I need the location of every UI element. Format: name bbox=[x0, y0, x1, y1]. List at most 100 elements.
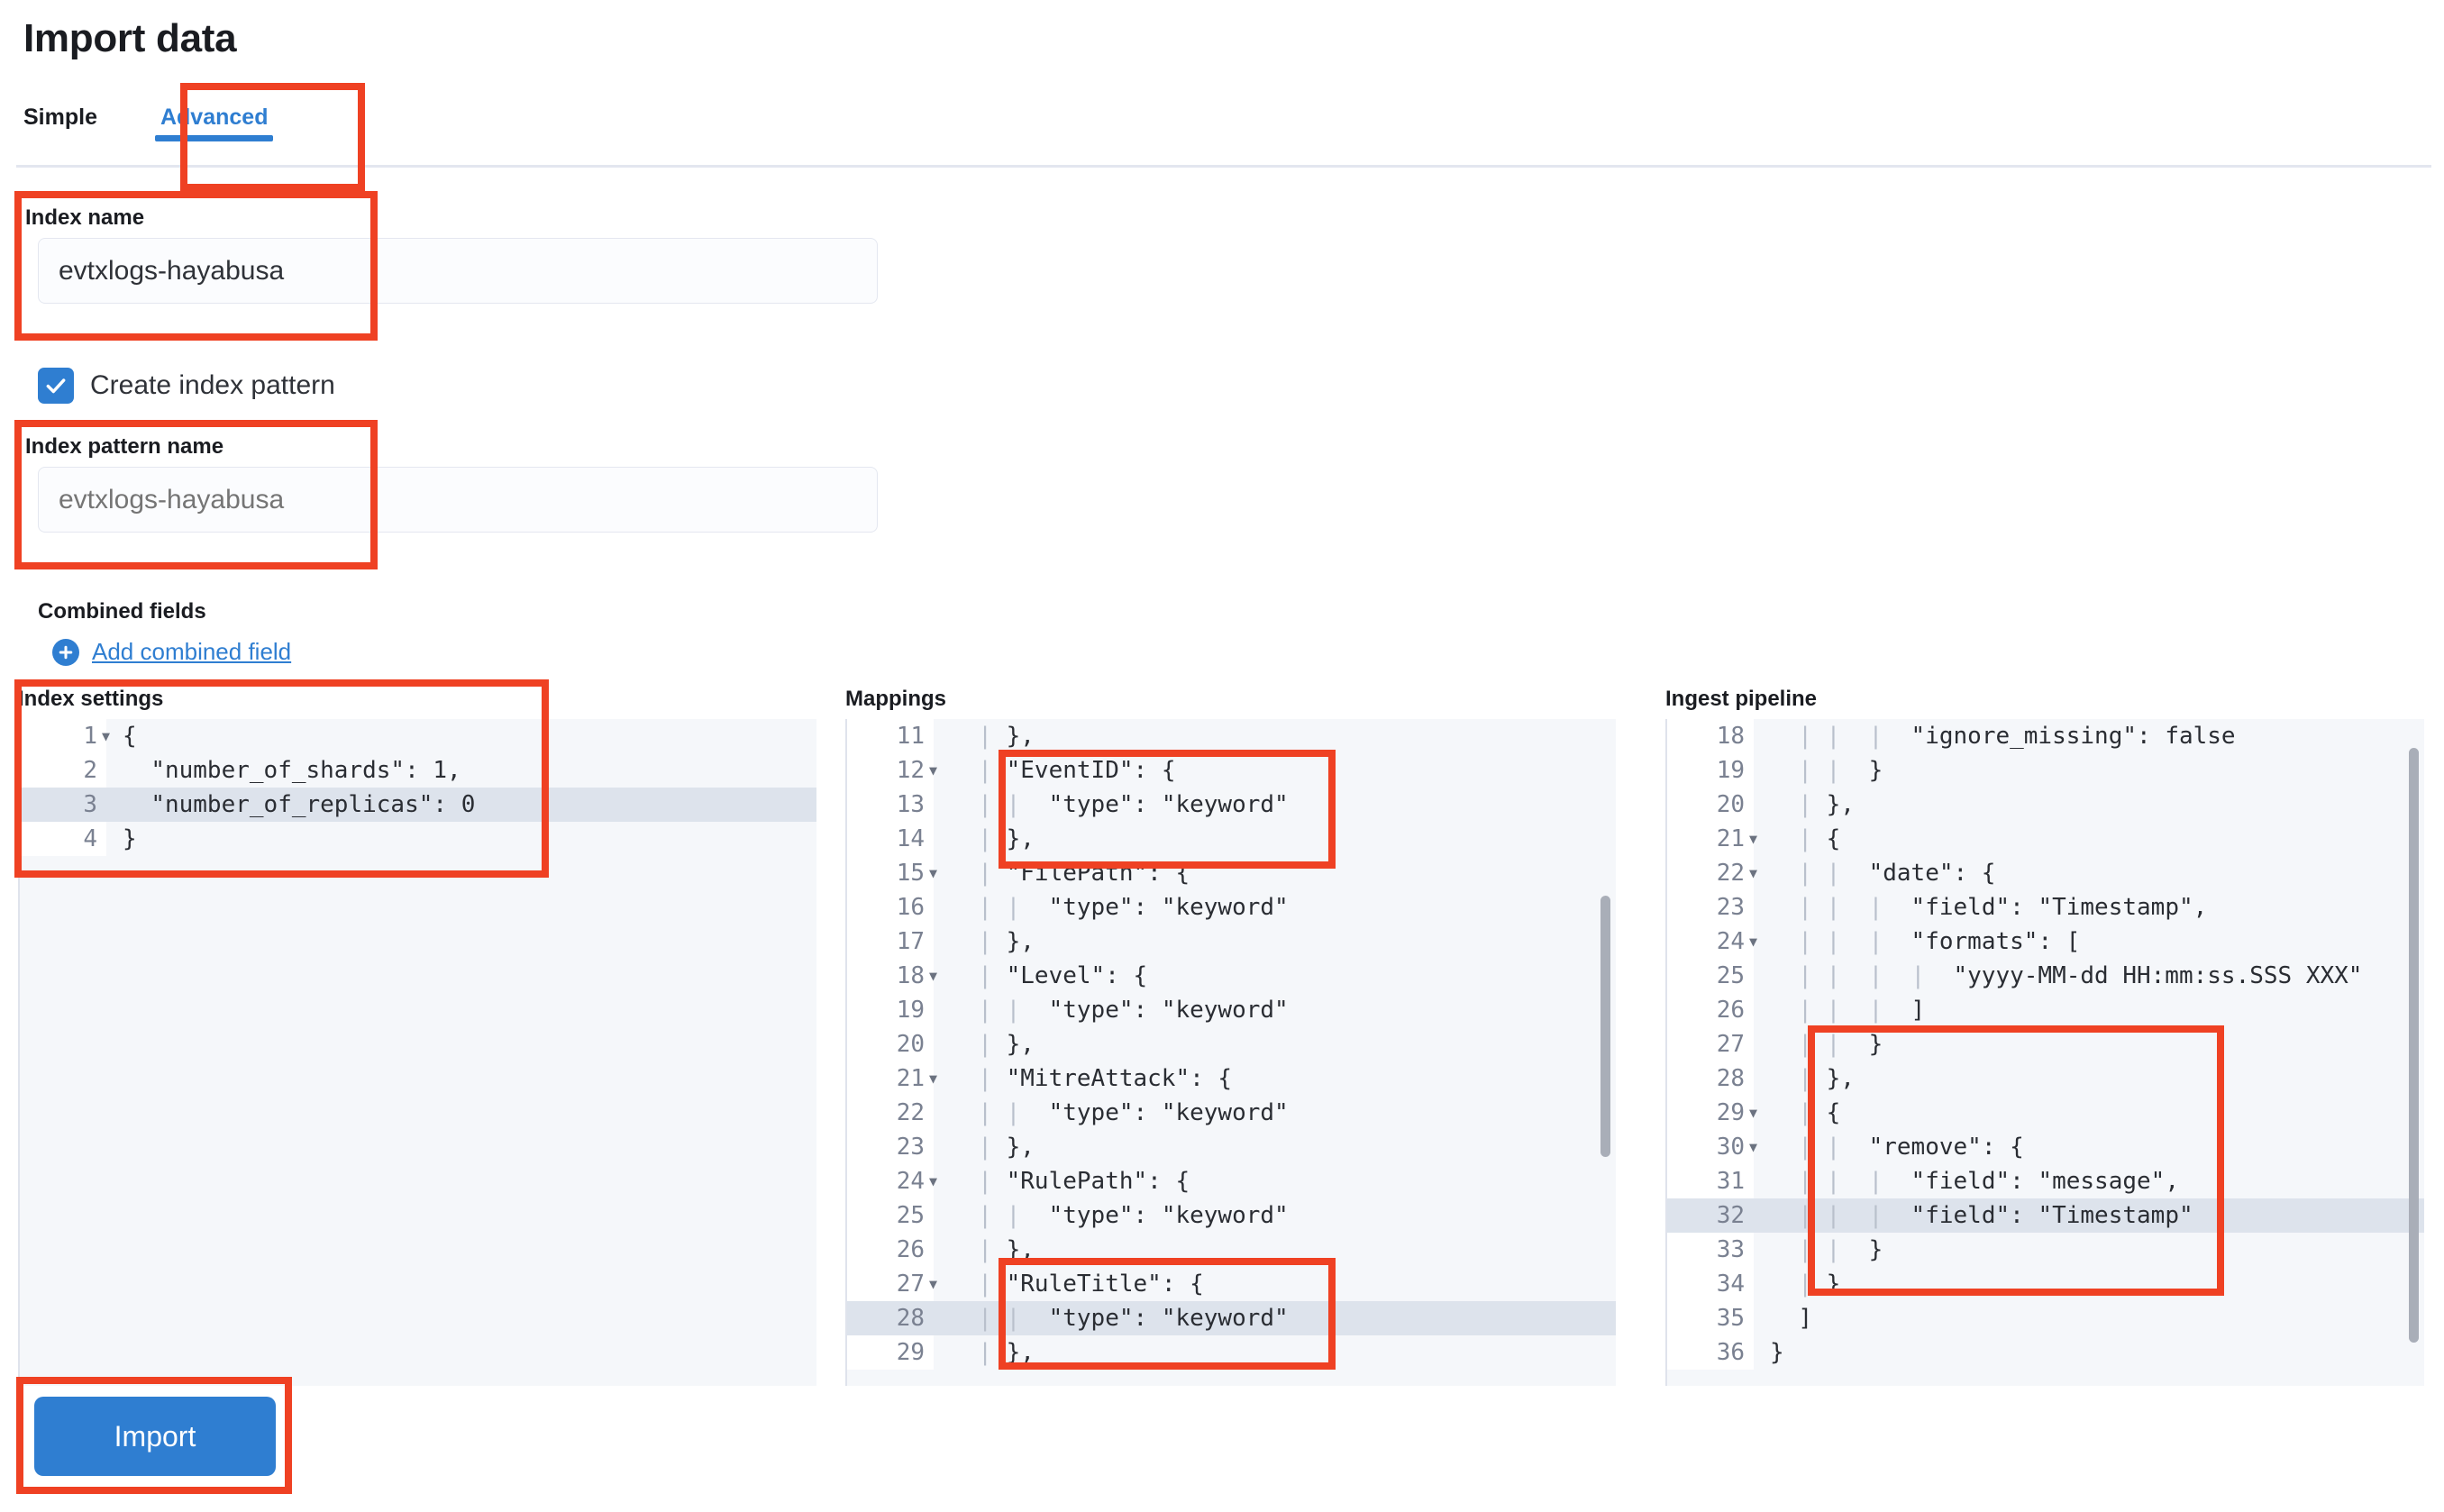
code-line: 23 | }, bbox=[847, 1130, 1616, 1164]
line-number: 26 bbox=[847, 1233, 934, 1267]
code-line: 20 | }, bbox=[1667, 788, 2424, 822]
code-line: 12▼ | "EventID": { bbox=[847, 753, 1616, 788]
code-text: | | | ] bbox=[1770, 997, 1926, 1024]
code-text: | | "date": { bbox=[1770, 860, 1996, 887]
code-line: 1▼{ bbox=[20, 719, 816, 753]
tab-simple[interactable]: Simple bbox=[23, 99, 133, 149]
code-text: ] bbox=[1798, 1305, 1812, 1332]
fold-arrow-icon[interactable]: ▼ bbox=[1748, 865, 1757, 881]
add-combined-field-label: Add combined field bbox=[92, 638, 292, 665]
index-pattern-name-input[interactable] bbox=[38, 467, 878, 533]
ingest-pipeline-scrollbar[interactable] bbox=[2409, 748, 2419, 1343]
line-number: 22▼ bbox=[1667, 856, 1757, 890]
code-line: 30▼ | | "remove": { bbox=[1667, 1130, 2424, 1164]
fold-arrow-icon[interactable]: ▼ bbox=[101, 728, 110, 744]
line-number: 31 bbox=[1667, 1164, 1754, 1198]
index-name-input[interactable] bbox=[38, 238, 878, 304]
line-number: 1▼ bbox=[20, 719, 110, 753]
line-number: 24▼ bbox=[847, 1164, 937, 1198]
line-number: 25 bbox=[847, 1198, 934, 1233]
code-line: 19 | | } bbox=[1667, 753, 2424, 788]
fold-arrow-icon[interactable]: ▼ bbox=[928, 762, 937, 779]
create-index-pattern-row[interactable]: Create index pattern bbox=[38, 368, 335, 404]
line-number: 36 bbox=[1667, 1335, 1754, 1370]
mappings-title: Mappings bbox=[845, 687, 946, 711]
code-line: 22 | | "type": "keyword" bbox=[847, 1096, 1616, 1130]
index-name-label: Index name bbox=[25, 205, 145, 230]
line-number: 11 bbox=[847, 719, 934, 753]
code-text: | }, bbox=[950, 1134, 1035, 1161]
ingest-pipeline-title: Ingest pipeline bbox=[1665, 687, 1818, 711]
code-text: | | "type": "keyword" bbox=[950, 1202, 1289, 1229]
mappings-editor[interactable]: 11 | }, 12▼ | "EventID": {13 | | "type": … bbox=[845, 719, 1616, 1386]
line-number: 23 bbox=[1667, 890, 1754, 925]
index-settings-editor[interactable]: 1▼{2 "number_of_shards": 1,3 "number_of_… bbox=[18, 719, 816, 1386]
code-line: 4} bbox=[20, 822, 816, 856]
code-line: 17 | }, bbox=[847, 925, 1616, 959]
code-text: | }, bbox=[1770, 1065, 1855, 1092]
code-line: 29▼ | { bbox=[1667, 1096, 2424, 1130]
code-text: | "RuleTitle": { bbox=[950, 1271, 1204, 1298]
ingest-pipeline-panel: Ingest pipeline 18 | | | "ignore_missing… bbox=[1665, 687, 2430, 1386]
create-index-pattern-label: Create index pattern bbox=[90, 370, 335, 400]
index-settings-title: Index settings bbox=[18, 687, 164, 711]
code-text: | "FilePath": { bbox=[950, 860, 1190, 887]
code-text: | { bbox=[1770, 1099, 1841, 1126]
code-line: 21▼ | { bbox=[1667, 822, 2424, 856]
fold-arrow-icon[interactable]: ▼ bbox=[928, 1276, 937, 1292]
checkbox-checked-icon[interactable] bbox=[38, 368, 74, 404]
code-line: 16 | | "type": "keyword" bbox=[847, 890, 1616, 925]
fold-arrow-icon[interactable]: ▼ bbox=[1748, 934, 1757, 950]
line-number: 27 bbox=[1667, 1027, 1754, 1061]
line-number: 21▼ bbox=[847, 1061, 937, 1096]
line-number: 28 bbox=[1667, 1061, 1754, 1096]
index-pattern-name-label: Index pattern name bbox=[25, 434, 224, 459]
line-number: 4 bbox=[20, 822, 106, 856]
add-combined-field-link[interactable]: Add combined field bbox=[52, 638, 291, 666]
code-text: | | } bbox=[1770, 1236, 1883, 1263]
line-number: 15▼ bbox=[847, 856, 937, 890]
code-line: 28 | }, bbox=[1667, 1061, 2424, 1096]
code-line: 33 | | } bbox=[1667, 1233, 2424, 1267]
code-line: 32 | | | "field": "Timestamp" bbox=[1667, 1198, 2424, 1233]
line-number: 32 bbox=[1667, 1198, 1754, 1233]
line-number: 12▼ bbox=[847, 753, 937, 788]
code-line: 2 "number_of_shards": 1, bbox=[20, 753, 816, 788]
code-line: 36} bbox=[1667, 1335, 2424, 1370]
fold-arrow-icon[interactable]: ▼ bbox=[1748, 831, 1757, 847]
fold-arrow-icon[interactable]: ▼ bbox=[1748, 1139, 1757, 1155]
code-line: 26 | | | ] bbox=[1667, 993, 2424, 1027]
code-text: "number_of_shards": 1, bbox=[150, 757, 461, 784]
code-text: | | | | "yyyy-MM-dd HH:mm:ss.SSS XXX" bbox=[1770, 962, 2363, 989]
line-number: 23 bbox=[847, 1130, 934, 1164]
tab-divider bbox=[16, 165, 2431, 168]
code-text: | | "type": "keyword" bbox=[950, 997, 1289, 1024]
fold-arrow-icon[interactable]: ▼ bbox=[928, 865, 937, 881]
fold-arrow-icon[interactable]: ▼ bbox=[1748, 1105, 1757, 1121]
line-number: 20 bbox=[847, 1027, 934, 1061]
code-line: 31 | | | "field": "message", bbox=[1667, 1164, 2424, 1198]
fold-arrow-icon[interactable]: ▼ bbox=[928, 968, 937, 984]
code-line: 28 | | "type": "keyword" bbox=[847, 1301, 1616, 1335]
code-line: 14 | }, bbox=[847, 822, 1616, 856]
line-number: 20 bbox=[1667, 788, 1754, 822]
combined-fields-label: Combined fields bbox=[38, 599, 206, 624]
code-line: 29 | }, bbox=[847, 1335, 1616, 1370]
line-number: 13 bbox=[847, 788, 934, 822]
code-text: | "MitreAttack": { bbox=[950, 1065, 1233, 1092]
fold-arrow-icon[interactable]: ▼ bbox=[928, 1173, 937, 1189]
import-button[interactable]: Import bbox=[34, 1397, 276, 1476]
code-text: | | "type": "keyword" bbox=[950, 791, 1289, 818]
fold-arrow-icon[interactable]: ▼ bbox=[928, 1070, 937, 1087]
page-title: Import data bbox=[23, 16, 237, 60]
line-number: 24▼ bbox=[1667, 925, 1757, 959]
code-text: | } bbox=[1770, 1271, 1841, 1298]
mappings-scrollbar[interactable] bbox=[1600, 896, 1610, 1157]
code-text: | }, bbox=[950, 1339, 1035, 1366]
tab-advanced[interactable]: Advanced bbox=[133, 99, 295, 149]
line-number: 21▼ bbox=[1667, 822, 1757, 856]
code-line: 15▼ | "FilePath": { bbox=[847, 856, 1616, 890]
line-number: 3 bbox=[20, 788, 106, 822]
code-line: 27 | | } bbox=[1667, 1027, 2424, 1061]
